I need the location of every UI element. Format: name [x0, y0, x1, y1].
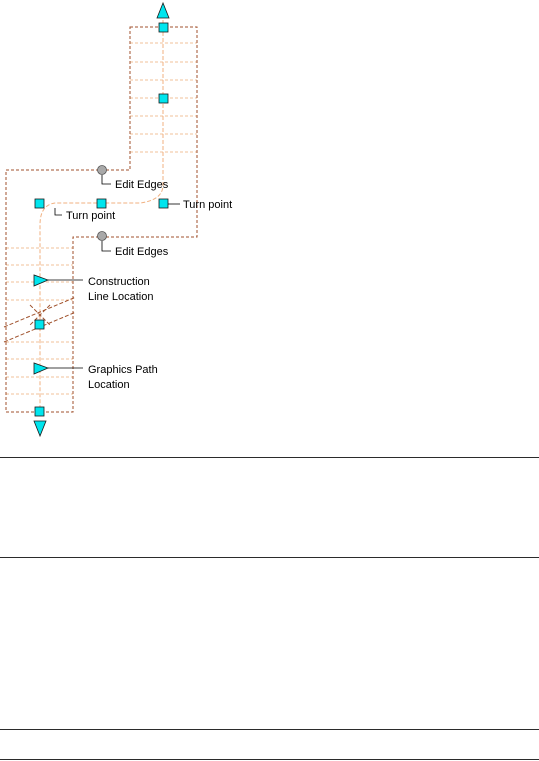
turn-point-right-label: Turn point: [183, 199, 232, 211]
arrow-up-icon[interactable]: [156, 1, 170, 19]
graphics-path-line: [39, 20, 164, 415]
lower-flight-treads: [6, 247, 73, 395]
edit-edges-top-label: Edit Edges: [115, 179, 169, 191]
construction-line-grip[interactable]: [33, 274, 50, 287]
lower-mid-grip[interactable]: [34, 319, 45, 330]
edit-edges-bottom-label: Edit Edges: [115, 246, 169, 258]
table-rule-4: [0, 759, 539, 760]
arrow-down-icon[interactable]: [33, 420, 47, 438]
upper-mid-grip[interactable]: [158, 93, 169, 104]
graphics-path-label-2: Location: [88, 379, 130, 391]
turn-point-left-label: Turn point: [66, 210, 115, 222]
table-rule-2: [0, 557, 539, 558]
edit-edges-bottom-grip[interactable]: [97, 231, 107, 241]
bottom-end-grip[interactable]: [34, 406, 45, 417]
landing-mid-grip[interactable]: [96, 198, 107, 209]
stair-boundary: [5, 26, 198, 413]
graphics-path-label-1: Graphics Path: [88, 364, 158, 376]
construction-line-label-1: Construction: [88, 276, 150, 288]
turn-point-left-grip[interactable]: [34, 198, 45, 209]
table-rule-3: [0, 729, 539, 730]
graphics-path-grip[interactable]: [33, 362, 50, 375]
leader-lines: [48, 175, 180, 369]
construction-line-label-2: Line Location: [88, 291, 153, 303]
table-rule-1: [0, 457, 539, 458]
top-end-grip[interactable]: [158, 22, 169, 33]
upper-flight-treads: [130, 42, 197, 153]
edit-edges-top-grip[interactable]: [97, 165, 107, 175]
turn-point-right-grip[interactable]: [158, 198, 169, 209]
